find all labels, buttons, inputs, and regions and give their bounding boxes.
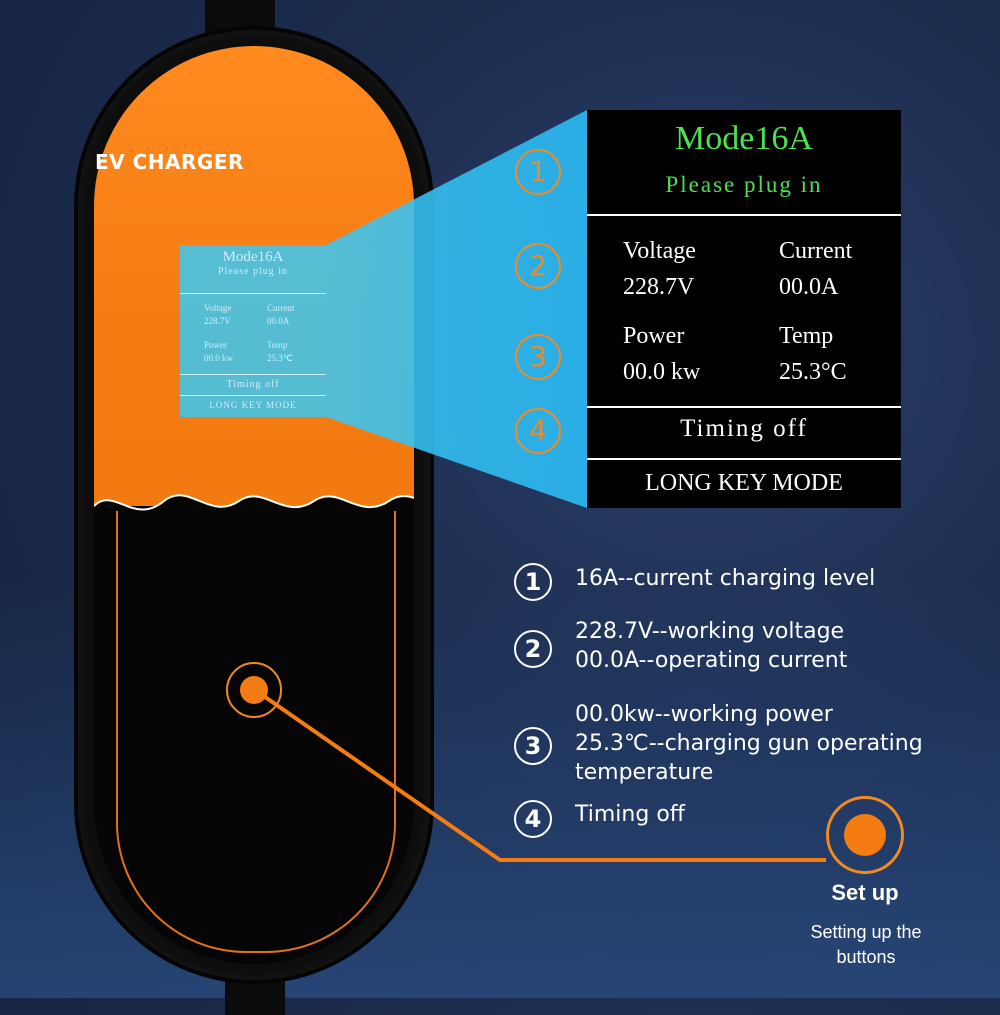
- setup-subtitle-line: Setting up the: [810, 922, 922, 942]
- lcd-power-value: 00.0 kw: [623, 359, 701, 385]
- marker-2: 2: [515, 243, 561, 289]
- marker-1: 1: [515, 149, 561, 195]
- device-setup-button[interactable]: [226, 662, 282, 718]
- mini-temp-label: Temp: [267, 340, 288, 350]
- legend-line: Timing off: [575, 802, 685, 827]
- lcd-divider: [587, 406, 901, 408]
- lcd-current: Current 00.0A: [779, 233, 852, 305]
- mini-mode: Mode16A: [222, 249, 284, 265]
- lcd-temp: Temp 25.3°C: [779, 318, 847, 390]
- lcd-current-value: 00.0A: [779, 274, 839, 300]
- mini-voltage-label: Voltage: [204, 303, 232, 313]
- mini-current-value: 00.0A: [267, 316, 290, 326]
- mini-temp-value: 25.3℃: [267, 353, 293, 363]
- setup-button[interactable]: [826, 796, 904, 874]
- mini-current-label: Current: [267, 303, 295, 313]
- button-dot: [240, 676, 268, 704]
- legend-number: 2: [514, 630, 552, 668]
- lcd-divider: [587, 214, 901, 216]
- mini-temp: Temp 25.3℃: [267, 339, 293, 365]
- legend-line: 00.0kw--working power: [575, 702, 833, 727]
- device-face: [94, 46, 414, 964]
- device-mini-screen: Mode16A Please plug in Voltage 228.7V Cu…: [180, 245, 326, 417]
- legend-line: 25.3℃--charging gun operating: [575, 731, 923, 756]
- marker-3: 3: [515, 334, 561, 380]
- lcd-voltage-label: Voltage: [623, 238, 696, 264]
- legend-line: 16A--current charging level: [575, 566, 876, 591]
- lcd-mode: Mode16A: [675, 120, 813, 157]
- mini-divider: [180, 395, 326, 396]
- setup-button-dot: [844, 814, 886, 856]
- setup-subtitle-line: buttons: [836, 947, 896, 967]
- legend-text: 16A--current charging level: [575, 564, 975, 593]
- lcd-voltage-value: 228.7V: [623, 274, 695, 300]
- legend-text: 00.0kw--working power 25.3℃--charging gu…: [575, 700, 975, 787]
- mini-status: Please plug in: [217, 266, 289, 277]
- legend-line: temperature: [575, 760, 714, 785]
- mini-power-label: Power: [204, 340, 227, 350]
- mini-power: Power 00.0 kw: [204, 339, 233, 365]
- marker-4: 4: [515, 408, 561, 454]
- mini-current: Current 00.0A: [267, 302, 295, 328]
- lcd-temp-value: 25.3°C: [779, 359, 847, 385]
- lcd-power: Power 00.0 kw: [623, 318, 700, 390]
- lcd-divider: [587, 458, 901, 460]
- legend-number: 4: [514, 800, 552, 838]
- setup-title: Set up: [831, 880, 899, 905]
- brand-label: EV CHARGER: [95, 150, 244, 174]
- mini-divider: [180, 293, 326, 294]
- lcd-status: Please plug in: [665, 172, 823, 197]
- legend-number: 1: [514, 563, 552, 601]
- lcd-timing: Timing off: [680, 415, 808, 442]
- device-lower-panel: [116, 511, 396, 953]
- mini-voltage-value: 228.7V: [204, 316, 231, 326]
- legend-text: 228.7V--working voltage 00.0A--operating…: [575, 617, 975, 675]
- mini-long-key: LONG KEY MODE: [209, 400, 297, 410]
- lcd-current-label: Current: [779, 238, 853, 264]
- legend-line: 228.7V--working voltage: [575, 619, 845, 644]
- setup-subtitle: Setting up the buttons: [780, 920, 952, 970]
- mini-divider: [180, 374, 326, 375]
- legend-number: 3: [514, 727, 552, 765]
- mini-timing: Timing off: [226, 379, 280, 390]
- lcd-display: Mode16A Please plug in Voltage 228.7V Cu…: [587, 110, 901, 508]
- lcd-temp-label: Temp: [779, 323, 834, 349]
- legend-text: Timing off: [575, 800, 975, 829]
- lcd-long-key: LONG KEY MODE: [645, 470, 843, 496]
- lcd-power-label: Power: [623, 323, 685, 349]
- lcd-voltage: Voltage 228.7V: [623, 233, 696, 305]
- mini-voltage: Voltage 228.7V: [204, 302, 231, 328]
- legend-line: 00.0A--operating current: [575, 648, 848, 673]
- mini-power-value: 00.0 kw: [204, 353, 233, 363]
